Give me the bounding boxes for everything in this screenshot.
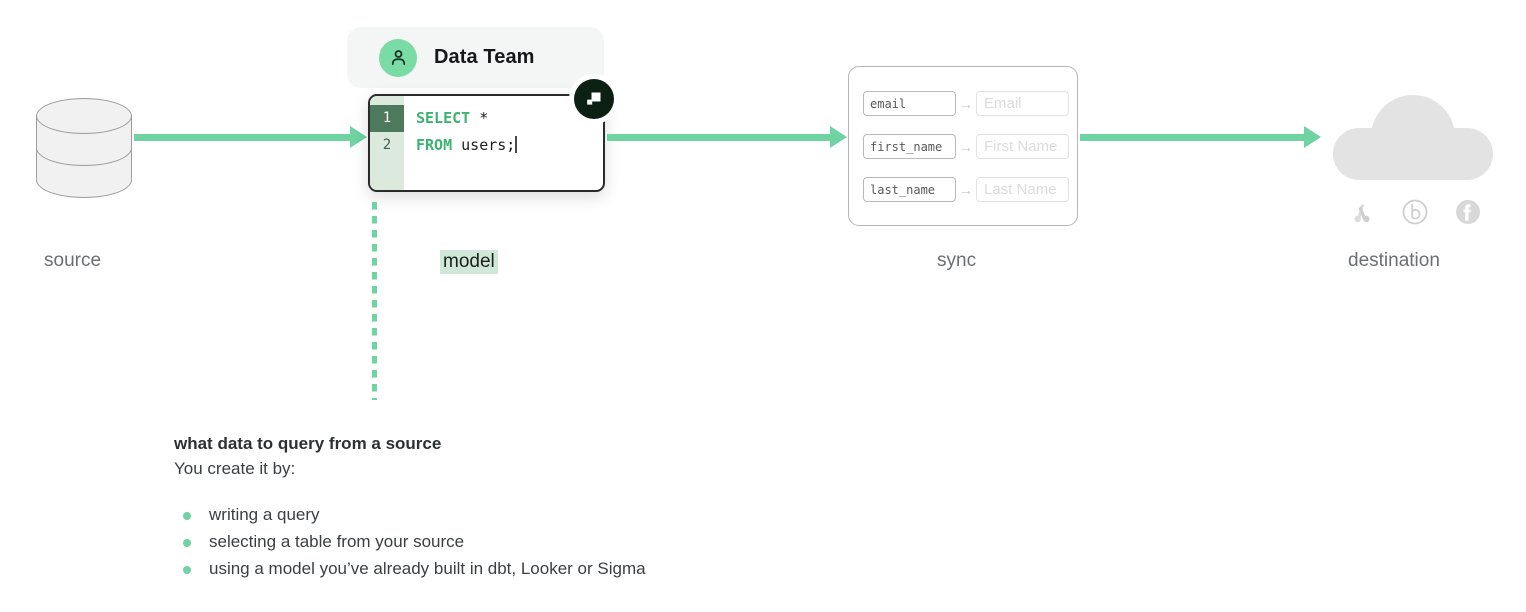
code-line: SELECT *: [416, 105, 603, 132]
braze-icon: [1398, 195, 1432, 234]
hightouch-logo-icon: [574, 79, 614, 119]
mapping-row: first_name → First Name: [849, 132, 1077, 161]
list-item: selecting a table from your source: [174, 528, 934, 555]
description-title: what data to query from a source: [174, 434, 442, 453]
source-field[interactable]: last_name: [863, 177, 956, 202]
destination-field[interactable]: First Name: [976, 134, 1069, 159]
data-team-pill: Data Team: [347, 27, 604, 88]
stage-label-sync: sync: [937, 250, 977, 271]
line-number: 2: [382, 137, 392, 153]
list-item: using a model you’ve already built in db…: [174, 555, 934, 582]
cloud-icon: [1333, 95, 1493, 180]
text-cursor: [515, 136, 517, 153]
line-number: 1: [370, 105, 404, 132]
sync-field-mapping-panel: email → Email first_name → First Name la…: [848, 66, 1078, 226]
user-avatar-icon: [379, 38, 417, 77]
stage-label-source: source: [44, 250, 102, 271]
data-team-label: Data Team: [434, 46, 535, 68]
source-field[interactable]: first_name: [863, 134, 956, 159]
description-subtitle: You create it by:: [174, 459, 296, 478]
stage-label-model: model: [440, 250, 498, 274]
source-field[interactable]: email: [863, 91, 956, 116]
model-connector-dotted-line: [372, 202, 377, 400]
editor-gutter: 1 2: [370, 96, 404, 190]
source-database-icon: [36, 98, 132, 198]
mapping-arrow-icon: →: [959, 138, 973, 155]
sql-keyword: SELECT: [416, 109, 471, 127]
description-bullet-list: writing a query selecting a table from y…: [174, 501, 934, 582]
sql-code-editor[interactable]: 1 2 SELECT * FROM users;: [368, 94, 605, 192]
list-item: writing a query: [174, 501, 934, 528]
google-ads-icon: [1345, 195, 1379, 234]
facebook-icon: [1451, 195, 1485, 234]
destination-field[interactable]: Email: [976, 91, 1069, 116]
sql-text: users;: [452, 136, 516, 154]
stage-label-destination: destination: [1348, 250, 1440, 271]
description-block: what data to query from a source You cre…: [174, 434, 934, 582]
mapping-arrow-icon: →: [959, 181, 973, 198]
destination-integration-icons: [1345, 196, 1485, 232]
sql-text: *: [470, 109, 489, 127]
mapping-arrow-icon: →: [959, 95, 973, 112]
editor-content[interactable]: SELECT * FROM users;: [404, 96, 603, 190]
mapping-row: last_name → Last Name: [849, 175, 1077, 204]
code-line: FROM users;: [416, 132, 603, 159]
sql-keyword: FROM: [416, 136, 453, 154]
destination-field[interactable]: Last Name: [976, 177, 1069, 202]
mapping-row: email → Email: [849, 89, 1077, 118]
